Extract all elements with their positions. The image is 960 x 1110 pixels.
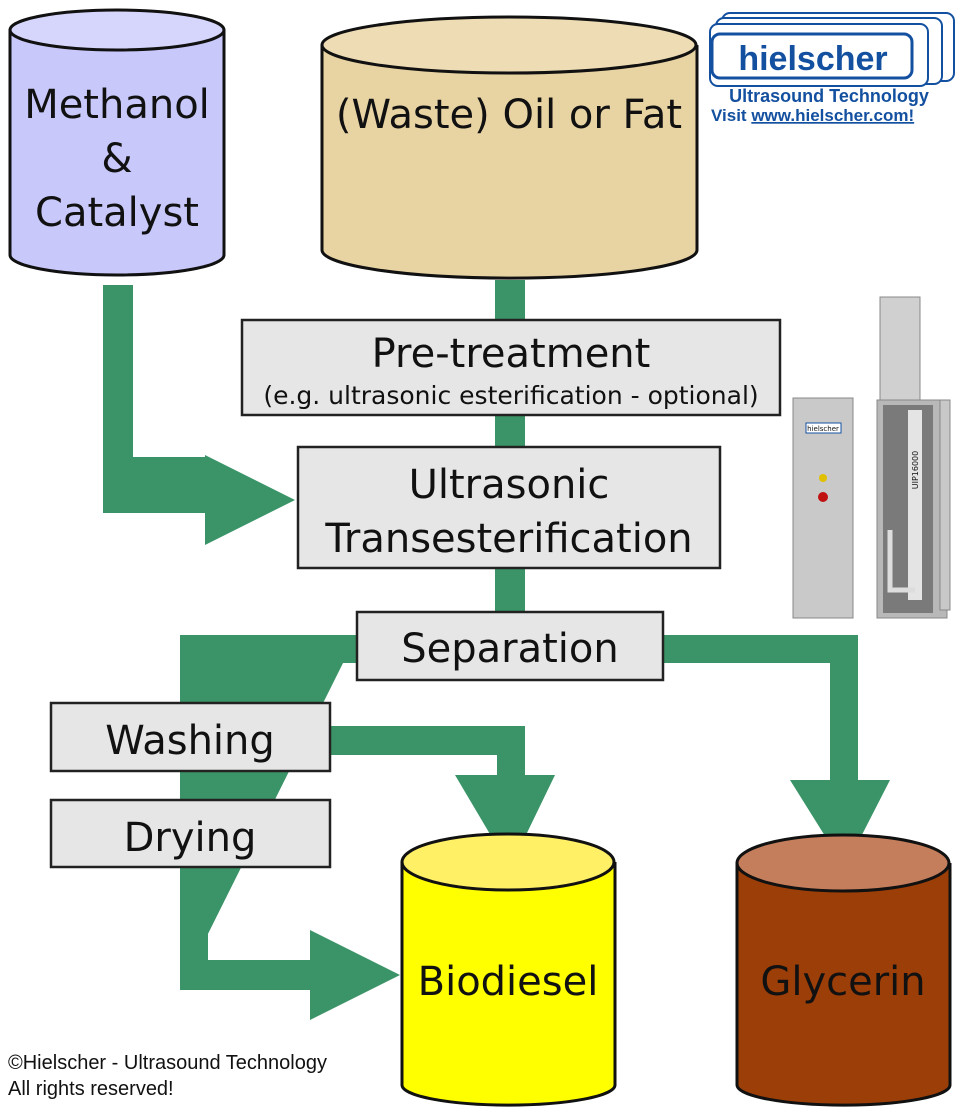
rights-line: All rights reserved! xyxy=(8,1078,174,1100)
pretreatment-note: (e.g. ultrasonic esterification - option… xyxy=(263,381,758,410)
transesterification-label: Transesterification xyxy=(324,516,692,562)
pretreatment-box: Pre-treatment (e.g. ultrasonic esterific… xyxy=(240,318,782,417)
glycerin-tank: Glycerin xyxy=(735,833,952,1107)
panel-logo: hielscher xyxy=(807,425,839,433)
catalyst-label: Catalyst xyxy=(35,190,199,236)
copyright-line: ©Hielscher - Ultrasound Technology xyxy=(8,1052,327,1074)
separation-label: Separation xyxy=(401,626,618,672)
drying-box: Drying xyxy=(49,798,332,869)
pretreatment-label: Pre-treatment xyxy=(372,331,651,377)
methanol-tank: Methanol & Catalyst xyxy=(8,8,226,277)
logo-url[interactable]: www.hielscher.com! xyxy=(750,106,914,125)
hielscher-logo: hielscher Ultrasound Technology Visit ww… xyxy=(709,12,955,125)
oil-tank: (Waste) Oil or Fat xyxy=(320,15,699,280)
methanol-label: Methanol xyxy=(24,82,210,128)
biodiesel-tank: Biodiesel xyxy=(400,832,617,1107)
oil-label: (Waste) Oil or Fat xyxy=(336,92,682,138)
logo-visit: Visit xyxy=(711,106,751,125)
ultrasonic-label: Ultrasonic xyxy=(409,462,610,508)
glycerin-label: Glycerin xyxy=(760,959,925,1005)
svg-text:Visit www.hielscher.com!: Visit www.hielscher.com! xyxy=(711,106,914,125)
biodiesel-label: Biodiesel xyxy=(418,959,599,1005)
washing-label: Washing xyxy=(105,718,275,764)
drying-label: Drying xyxy=(124,815,257,861)
logo-brand: hielscher xyxy=(738,40,887,78)
ampersand-label: & xyxy=(101,136,132,182)
reactor-model-label: UIP16000 xyxy=(911,451,920,490)
ultrasonic-reactor-image: hielscher UIP16000 xyxy=(792,296,951,619)
washing-box: Washing xyxy=(49,701,332,773)
transesterification-box: Ultrasonic Transesterification xyxy=(296,445,722,570)
methanol-arrow xyxy=(103,285,295,545)
separation-box: Separation xyxy=(355,610,665,682)
logo-tagline: Ultrasound Technology xyxy=(729,86,929,106)
washing-arrow xyxy=(330,726,555,868)
glycerin-arrow xyxy=(663,635,890,868)
